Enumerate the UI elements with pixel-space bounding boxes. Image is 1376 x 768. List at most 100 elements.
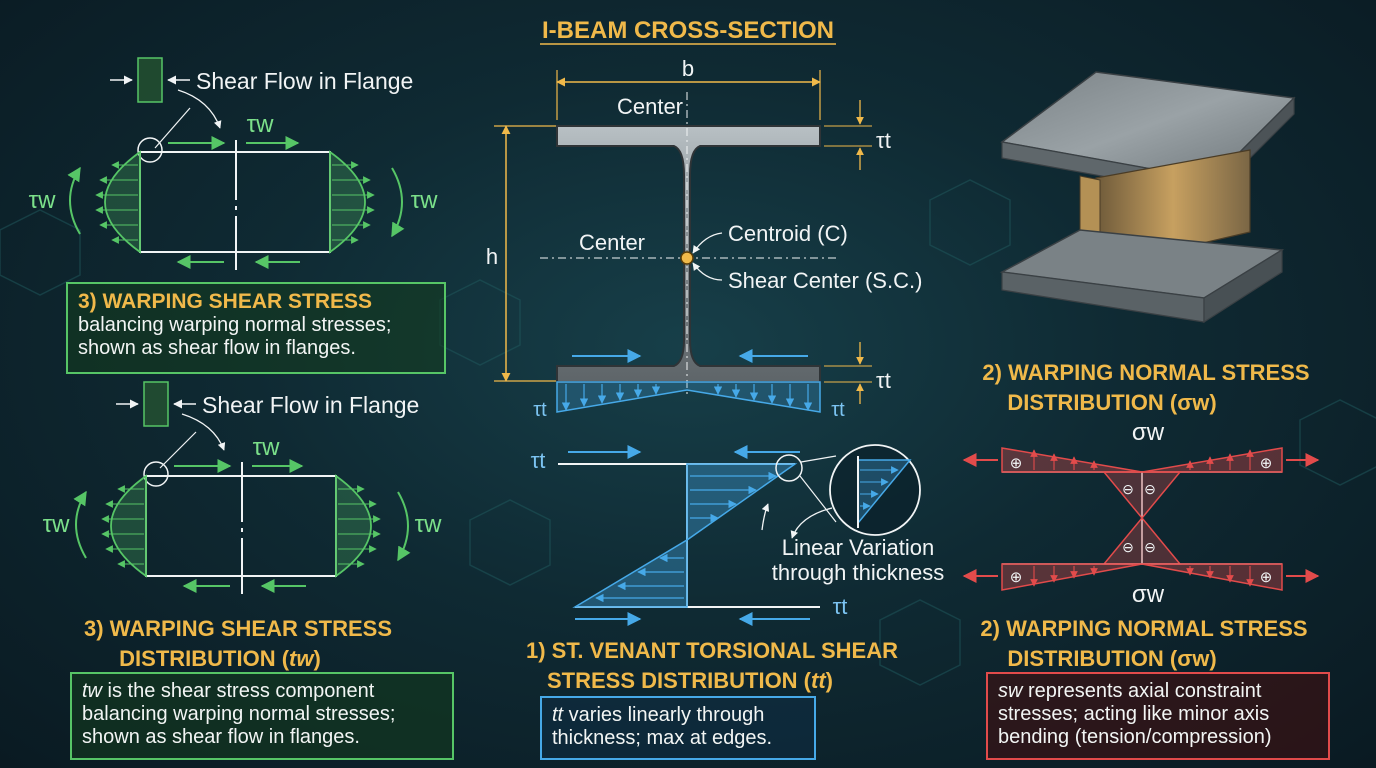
warping-normal-box-line1: sw represents axial constraint xyxy=(998,680,1318,703)
i-beam-cross-section: b h Center Center Centroid (C) Shear Cen… xyxy=(486,56,923,421)
tau-t-top-label: τt xyxy=(876,128,891,153)
wn-bottom-arrows xyxy=(1030,566,1254,587)
wsb-title-line2-suffix: ) xyxy=(314,646,321,671)
tau-t-br-label: τt xyxy=(831,399,845,421)
wsb-curl-left xyxy=(73,490,87,559)
center-label-mid: Center xyxy=(579,230,645,255)
wn-minus-4: ⊖ xyxy=(1144,539,1156,555)
tw-symbol: tw xyxy=(82,680,102,702)
sv-linear-leader xyxy=(790,507,833,539)
wst-curl-right xyxy=(391,167,405,238)
wsb-leader xyxy=(159,431,197,469)
dim-h-label: h xyxy=(486,244,498,269)
sv-zoom-connector-2 xyxy=(799,475,837,523)
shear-center-label: Shear Center (S.C.) xyxy=(728,268,922,293)
warping-shear-top-diagram: Shear Flow in Flange τw τw τw xyxy=(29,57,438,270)
wsb-left-parabola xyxy=(110,474,147,578)
st-venant-box-line2: thickness; max at edges. xyxy=(552,727,773,749)
wn-minus-3: ⊖ xyxy=(1122,539,1134,555)
wsb-tau-right: τw xyxy=(415,511,442,538)
sv-zoom-connector-1 xyxy=(800,455,837,463)
wsb-title-line2-prefix: DISTRIBUTION ( xyxy=(119,646,290,671)
sv-zoom-arrows xyxy=(860,466,899,510)
warping-normal-diagram: 2) WARPING NORMAL STRESS DISTRIBUTION (σ… xyxy=(962,360,1320,671)
wn-top-arrows xyxy=(1030,449,1254,470)
warping-normal-box: sw represents axial constraint stresses;… xyxy=(986,672,1330,760)
sv-title-line2-suffix: ) xyxy=(826,668,833,693)
sw-symbol: sw xyxy=(998,680,1023,702)
sv-title-line1: 1) ST. VENANT TORSIONAL SHEAR xyxy=(526,638,898,663)
hex-background xyxy=(0,179,1376,686)
wsb-right-parabola xyxy=(335,474,372,578)
warping-shear-bottom-box: tw is the shear stress component balanci… xyxy=(70,672,454,760)
beam-bottom-flange-side xyxy=(1203,248,1283,324)
warping-shear-bottom-box-line1: tw is the shear stress component xyxy=(82,680,442,703)
warping-shear-bottom-diagram: Shear Flow in Flange τw τw τw xyxy=(43,381,442,671)
st-venant-diagram: τt τt Linear Variation through thickness… xyxy=(526,444,944,693)
dim-b-label: b xyxy=(682,56,694,81)
wsb-zoom-circle xyxy=(143,461,169,487)
wn-web-lower-triangle xyxy=(1102,516,1182,565)
wsb-parabola-arrows xyxy=(101,485,381,568)
bottom-flange-shear-diagram: τt τt xyxy=(533,349,845,421)
wst-left-parabola xyxy=(104,150,141,254)
st-venant-box-line1: tt varies linearly through xyxy=(552,704,804,727)
wn-sigma-bottom: σw xyxy=(1132,581,1165,608)
warping-normal-desc-1: represents axial constraint xyxy=(1022,680,1262,702)
wst-right-parabola xyxy=(329,150,366,254)
centroid-marker xyxy=(680,251,694,265)
sv-tau-left-label: τt xyxy=(531,448,546,473)
tt-symbol: tt xyxy=(552,704,564,726)
wn-title-top-line1: 2) WARPING NORMAL STRESS xyxy=(982,360,1309,385)
wn-minus-2: ⊖ xyxy=(1144,481,1156,497)
wst-flow-label: Shear Flow in Flange xyxy=(196,68,413,94)
wsb-title-line2-sym: tw xyxy=(289,646,315,671)
warping-shear-bottom-box-line2: balancing warping normal stresses; xyxy=(82,703,396,725)
wn-plus-tr: ⊕ xyxy=(1260,455,1273,472)
wsb-tau-left: τw xyxy=(43,511,70,538)
wn-bottom-left-triangle xyxy=(1001,563,1143,591)
wst-tau-left: τw xyxy=(29,187,56,214)
st-venant-desc-1: varies linearly through xyxy=(563,704,765,726)
tau-t-bottom-label: τt xyxy=(876,368,891,393)
wn-title-bottom-line1: 2) WARPING NORMAL STRESS xyxy=(980,616,1307,641)
wsb-title-line1: 3) WARPING SHEAR STRESS xyxy=(84,616,392,641)
wn-plus-br: ⊕ xyxy=(1260,569,1273,586)
sv-tau-right-label: τt xyxy=(833,594,848,619)
wsb-curl-right xyxy=(397,491,411,562)
sv-stress-arrows xyxy=(595,471,777,603)
sv-title-line2-sym: tt xyxy=(811,668,827,693)
sv-title-line2: STRESS DISTRIBUTION (tt) xyxy=(547,668,833,693)
wsb-curved-arrow xyxy=(181,413,226,451)
wst-flange-element xyxy=(137,57,163,103)
wn-web-upper-triangle xyxy=(1102,471,1182,520)
sv-zoom-circle-small xyxy=(775,454,803,482)
warping-shear-bottom-box-line3: shown as shear flow in flanges. xyxy=(82,726,360,748)
shear-center-leader xyxy=(692,262,723,281)
i-beam-3d-render xyxy=(999,71,1296,324)
warping-shear-top-box-title: 3) WARPING SHEAR STRESS xyxy=(78,290,373,313)
wn-title-top-line2: DISTRIBUTION (σw) xyxy=(1007,390,1216,415)
wsb-flow-label: Shear Flow in Flange xyxy=(202,392,419,418)
wn-plus-tl: ⊕ xyxy=(1010,455,1023,472)
warping-shear-top-box: 3) WARPING SHEAR STRESS balancing warpin… xyxy=(66,282,446,374)
wn-top-left-triangle xyxy=(1001,447,1143,473)
center-label-top: Center xyxy=(617,94,683,119)
wn-title-bottom-line2: DISTRIBUTION (σw) xyxy=(1007,646,1216,671)
warping-shear-top-box-line2: shown as shear flow in flanges. xyxy=(78,337,356,360)
wsb-flange-element xyxy=(143,381,169,427)
wst-tau-top: τw xyxy=(247,111,274,138)
wn-plus-bl: ⊕ xyxy=(1010,569,1023,586)
wst-zoom-circle xyxy=(137,137,163,163)
centroid-leader xyxy=(692,232,723,254)
warping-normal-box-line3: bending (tension/compression) xyxy=(998,726,1272,748)
wn-minus-1: ⊖ xyxy=(1122,481,1134,497)
wst-tau-right: τw xyxy=(411,187,438,214)
wst-parabola-arrows xyxy=(95,161,375,244)
tau-t-bl-label: τt xyxy=(533,399,547,421)
warping-shear-bottom-desc-1: is the shear stress component xyxy=(102,680,375,702)
warping-normal-box-line2: stresses; acting like minor axis xyxy=(998,703,1270,725)
sv-linear-label-1: Linear Variation xyxy=(782,535,934,560)
wn-sigma-top: σw xyxy=(1132,419,1165,446)
